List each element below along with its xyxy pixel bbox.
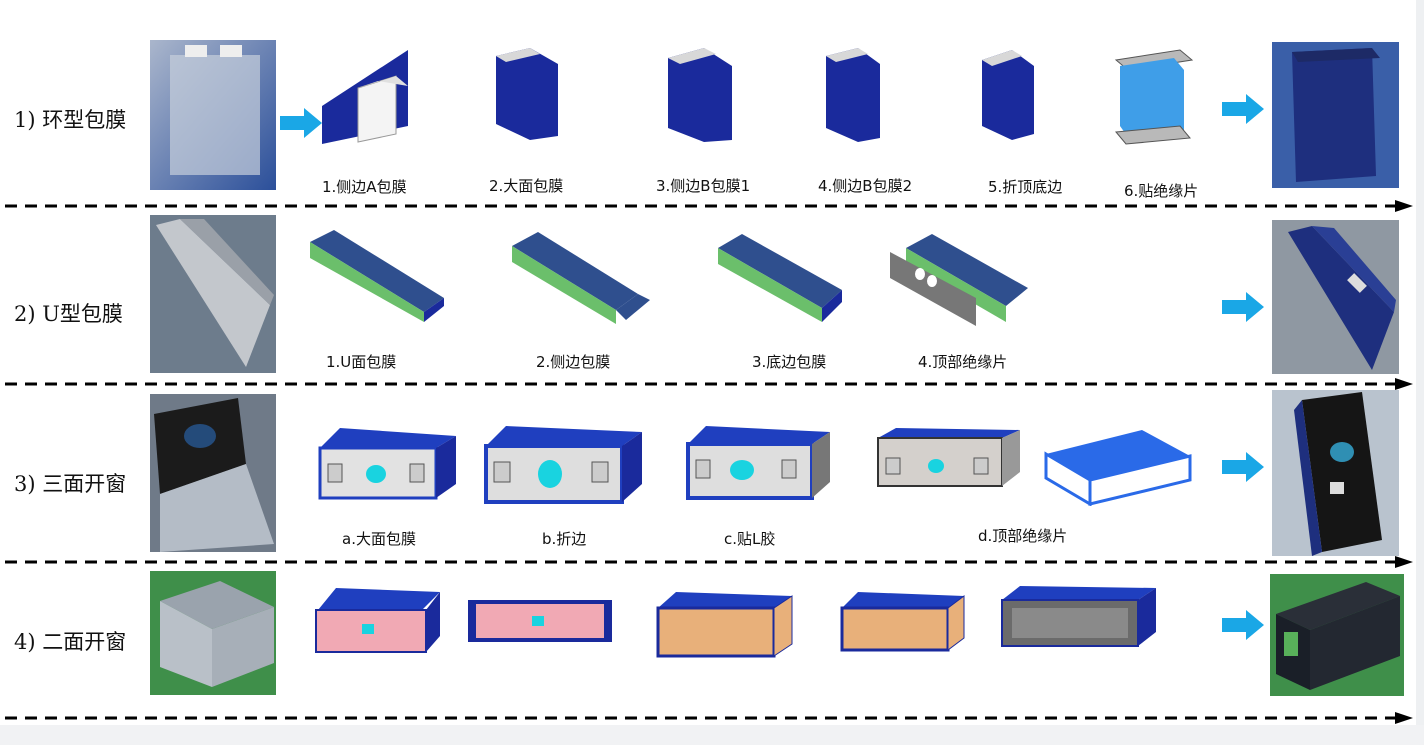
- step-1-2: 2.大面包膜: [489, 177, 564, 195]
- photo-row1-after: [1272, 42, 1399, 188]
- illustration-1-4: [826, 48, 880, 142]
- step-1-4: 4.侧边B包膜2: [818, 177, 913, 195]
- step-3-3: c.贴L胶: [724, 530, 776, 548]
- row-divider-1: [5, 200, 1413, 212]
- step-1-6: 6.贴绝缘片: [1124, 182, 1199, 200]
- row-label-3: 3) 三面开窗: [14, 472, 127, 496]
- page-bottom-band: [0, 725, 1424, 745]
- step-2-4: 4.顶部绝缘片: [918, 353, 1008, 371]
- illustration-3-3: [686, 426, 830, 500]
- illustration-1-1: [322, 50, 408, 144]
- photo-row4-before: [150, 571, 276, 695]
- page-edge: [1416, 0, 1424, 745]
- step-3-2: b.折边: [542, 530, 587, 548]
- row-divider-3: [5, 556, 1413, 568]
- photo-row4-after: [1270, 574, 1404, 696]
- photo-row2-after: [1272, 220, 1399, 374]
- arrow-row3-result: [1222, 452, 1264, 482]
- arrow-row2-result: [1222, 292, 1264, 322]
- illustration-1-3: [668, 48, 732, 142]
- row-label-1: 1) 环型包膜: [14, 108, 127, 132]
- arrow-row4-result: [1222, 610, 1264, 640]
- step-1-1: 1.侧边A包膜: [322, 178, 407, 196]
- step-2-1: 1.U面包膜: [326, 353, 397, 371]
- illustration-1-6: [1114, 49, 1194, 145]
- illustration-2-1: [310, 230, 444, 322]
- illustration-4-5: [1001, 586, 1156, 647]
- photo-row3-after: [1272, 390, 1399, 556]
- step-1-5: 5.折顶底边: [988, 178, 1063, 196]
- row-label-4: 4) 二面开窗: [14, 630, 127, 654]
- step-3-4: d.顶部绝缘片: [978, 527, 1068, 545]
- illustration-4-4: [840, 592, 965, 652]
- arrow-row1-start: [280, 108, 322, 138]
- illustration-4-3: [656, 592, 793, 658]
- step-1-3: 3.侧边B包膜1: [656, 177, 751, 195]
- photo-row3-before: [150, 394, 276, 552]
- illustration-1-2: [496, 48, 558, 140]
- illustration-3-2: [484, 426, 642, 504]
- photo-row2-before: [150, 215, 276, 373]
- row-divider-4: [5, 712, 1413, 724]
- row-divider-2: [5, 378, 1413, 390]
- photo-row1-before: [150, 40, 276, 190]
- illustration-4-1: [315, 588, 440, 653]
- arrow-row1-result: [1222, 94, 1264, 124]
- illustration-2-3: [718, 234, 842, 322]
- illustration-2-4: [890, 234, 1028, 326]
- step-2-3: 3.底边包膜: [752, 353, 827, 371]
- illustration-3-1: [318, 428, 456, 500]
- step-2-2: 2.侧边包膜: [536, 353, 611, 371]
- illustration-3-5: [1044, 430, 1192, 506]
- illustration-2-2: [512, 232, 650, 324]
- step-3-1: a.大面包膜: [342, 530, 416, 548]
- illustration-3-4: [877, 428, 1020, 487]
- row-label-2: 2) U型包膜: [14, 302, 123, 326]
- illustration-1-5: [982, 50, 1034, 140]
- illustration-4-2: [468, 600, 612, 642]
